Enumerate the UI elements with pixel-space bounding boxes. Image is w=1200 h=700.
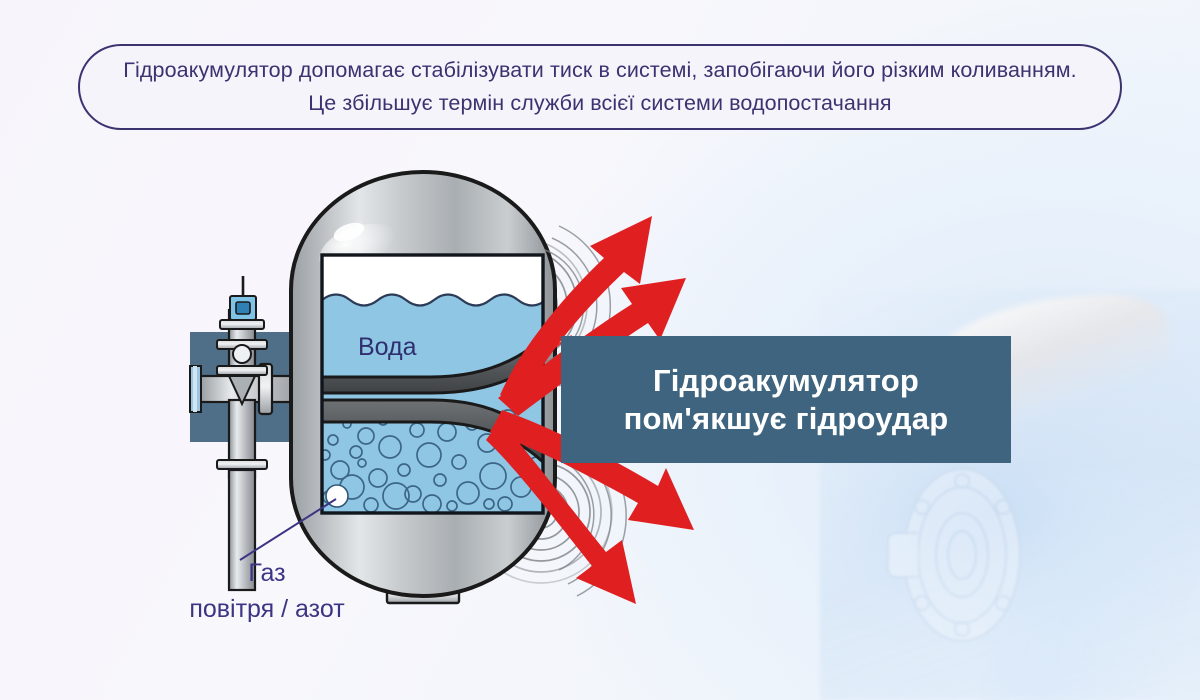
- gas-leader-line: [239, 498, 337, 561]
- caption-text: Гідроакумулятор допомагає стабілізувати …: [123, 58, 1077, 115]
- tank-specular-dot: [333, 222, 365, 242]
- gas-label: Газ повітря / азот: [162, 556, 372, 627]
- water-label: Вода: [358, 333, 417, 361]
- headline-line-1: Гідроакумулятор: [652, 363, 920, 399]
- caption-banner: Гідроакумулятор допомагає стабілізувати …: [78, 44, 1122, 130]
- gas-label-line-2: повітря / азот: [189, 594, 345, 623]
- inlet-valve-assembly: [189, 276, 316, 592]
- water-chamber: [322, 293, 543, 378]
- headline-banner: Гідроакумулятор пом'якшує гідроудар: [561, 336, 1011, 463]
- headline-line-2: пом'якшує гідроудар: [623, 400, 949, 436]
- gas-label-line-1: Газ: [248, 559, 286, 587]
- arrow-down-right: [486, 420, 636, 604]
- arrow-up-right: [500, 216, 652, 404]
